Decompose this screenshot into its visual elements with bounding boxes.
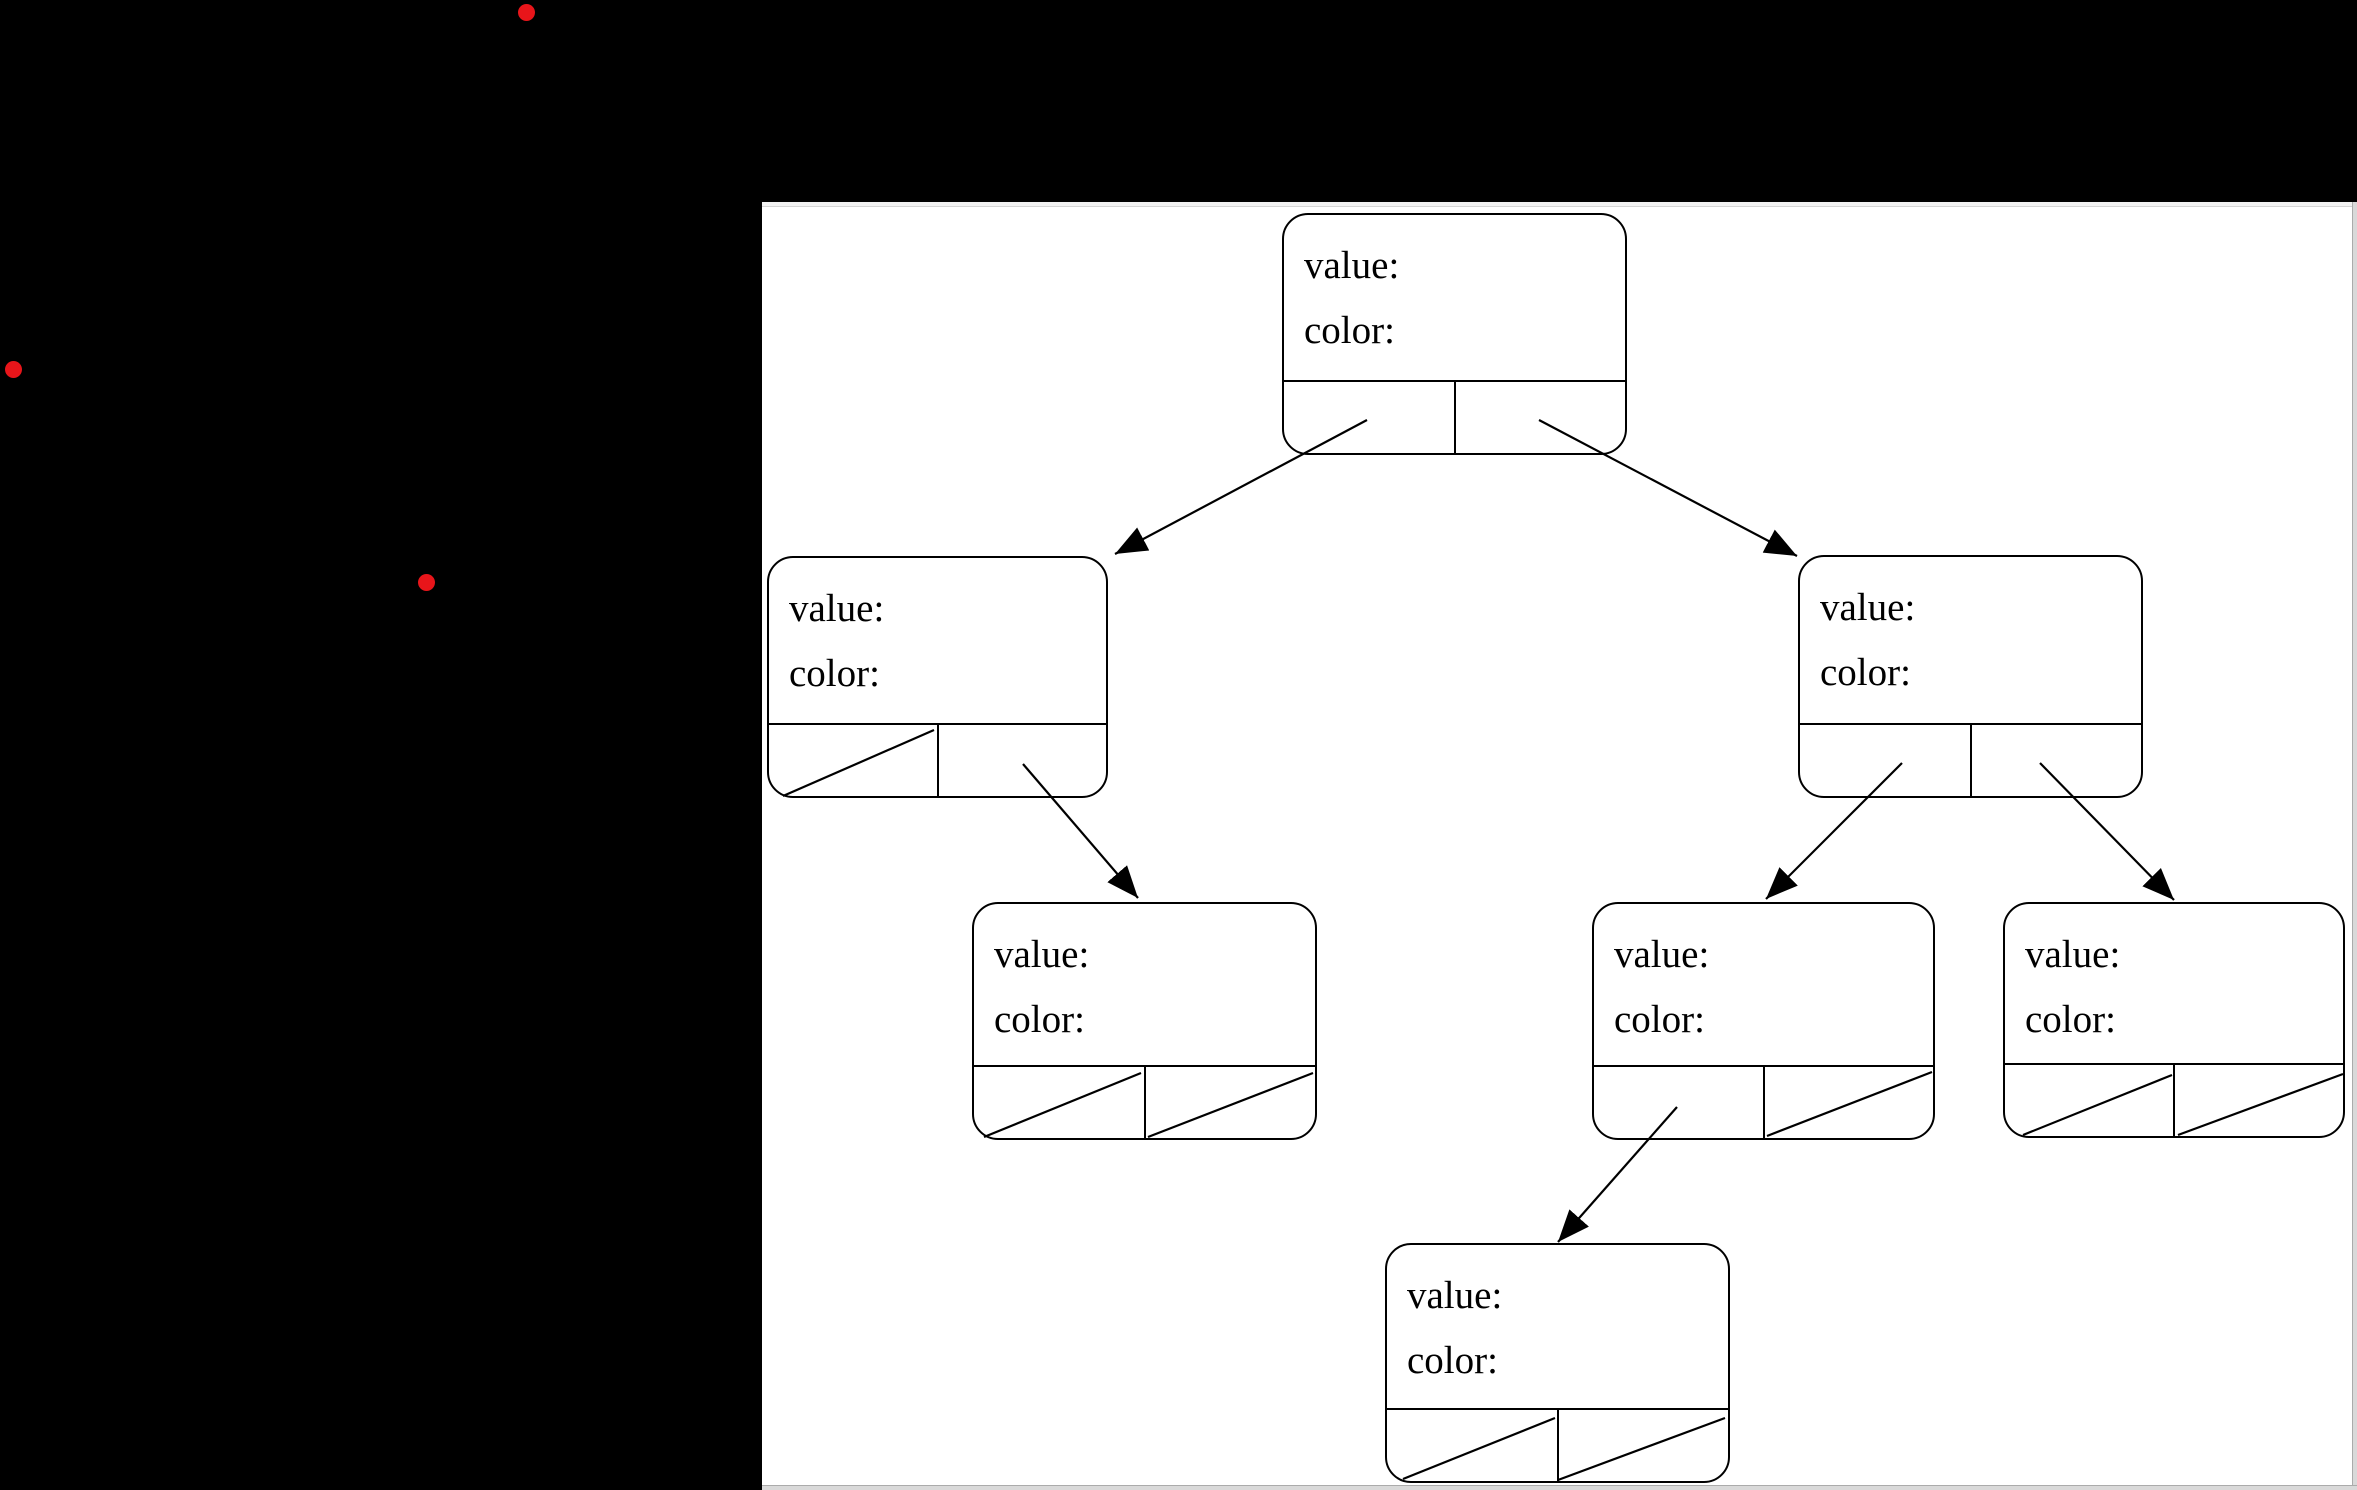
left-pointer-cell [1284,382,1456,453]
pointer-row [1387,1408,1728,1481]
value-label: value: [1304,244,1400,287]
right-pointer-cell-null [1765,1067,1934,1138]
value-label: value: [789,587,885,630]
left-pointer-cell-null [769,725,939,796]
value-label: value: [1820,586,1916,629]
tree-node-right-child: value: color: [1798,555,2143,798]
left-pointer-cell [1594,1067,1765,1138]
pointer-row [1284,380,1625,453]
color-label: color: [1304,309,1395,352]
document-canvas: value: color: value: color: value: c [762,202,2357,1490]
red-cursor-dot [5,361,22,378]
tree-node-right-right-child: value: color: [2003,902,2345,1138]
pointer-row [1800,723,2141,796]
color-label: color: [1820,651,1911,694]
pointer-row [769,723,1106,796]
right-pointer-cell-null [1559,1410,1729,1481]
color-label: color: [789,652,880,695]
right-pointer-cell [939,725,1107,796]
color-label: color: [994,998,1085,1041]
value-label: value: [2025,933,2121,976]
tree-node-right-left-left-child: value: color: [1385,1243,1730,1483]
right-pointer-cell-null [2175,1065,2343,1136]
pointer-row [1594,1065,1933,1138]
pointer-row [974,1065,1315,1138]
tree-node-left-right-child: value: color: [972,902,1317,1140]
value-label: value: [1407,1274,1503,1317]
tree-node-root: value: color: [1282,213,1627,455]
left-pointer-cell-null [974,1067,1146,1138]
right-pointer-cell [1972,725,2142,796]
tree-node-right-left-child: value: color: [1592,902,1935,1140]
value-label: value: [994,933,1090,976]
scrollbar-track-horizontal[interactable] [762,1485,2357,1490]
panel-top-border [762,202,2357,207]
right-pointer-cell [1456,382,1626,453]
right-pointer-cell-null [1146,1067,1316,1138]
left-pointer-cell-null [2005,1065,2175,1136]
left-pointer-cell-null [1387,1410,1559,1481]
red-cursor-dot [418,574,435,591]
color-label: color: [1614,998,1705,1041]
red-cursor-dot [518,4,535,21]
value-label: value: [1614,933,1710,976]
pointer-row [2005,1063,2343,1136]
left-pointer-cell [1800,725,1972,796]
color-label: color: [2025,998,2116,1041]
scrollbar-track-vertical[interactable] [2352,202,2357,1490]
tree-node-left-child: value: color: [767,556,1108,798]
color-label: color: [1407,1339,1498,1382]
